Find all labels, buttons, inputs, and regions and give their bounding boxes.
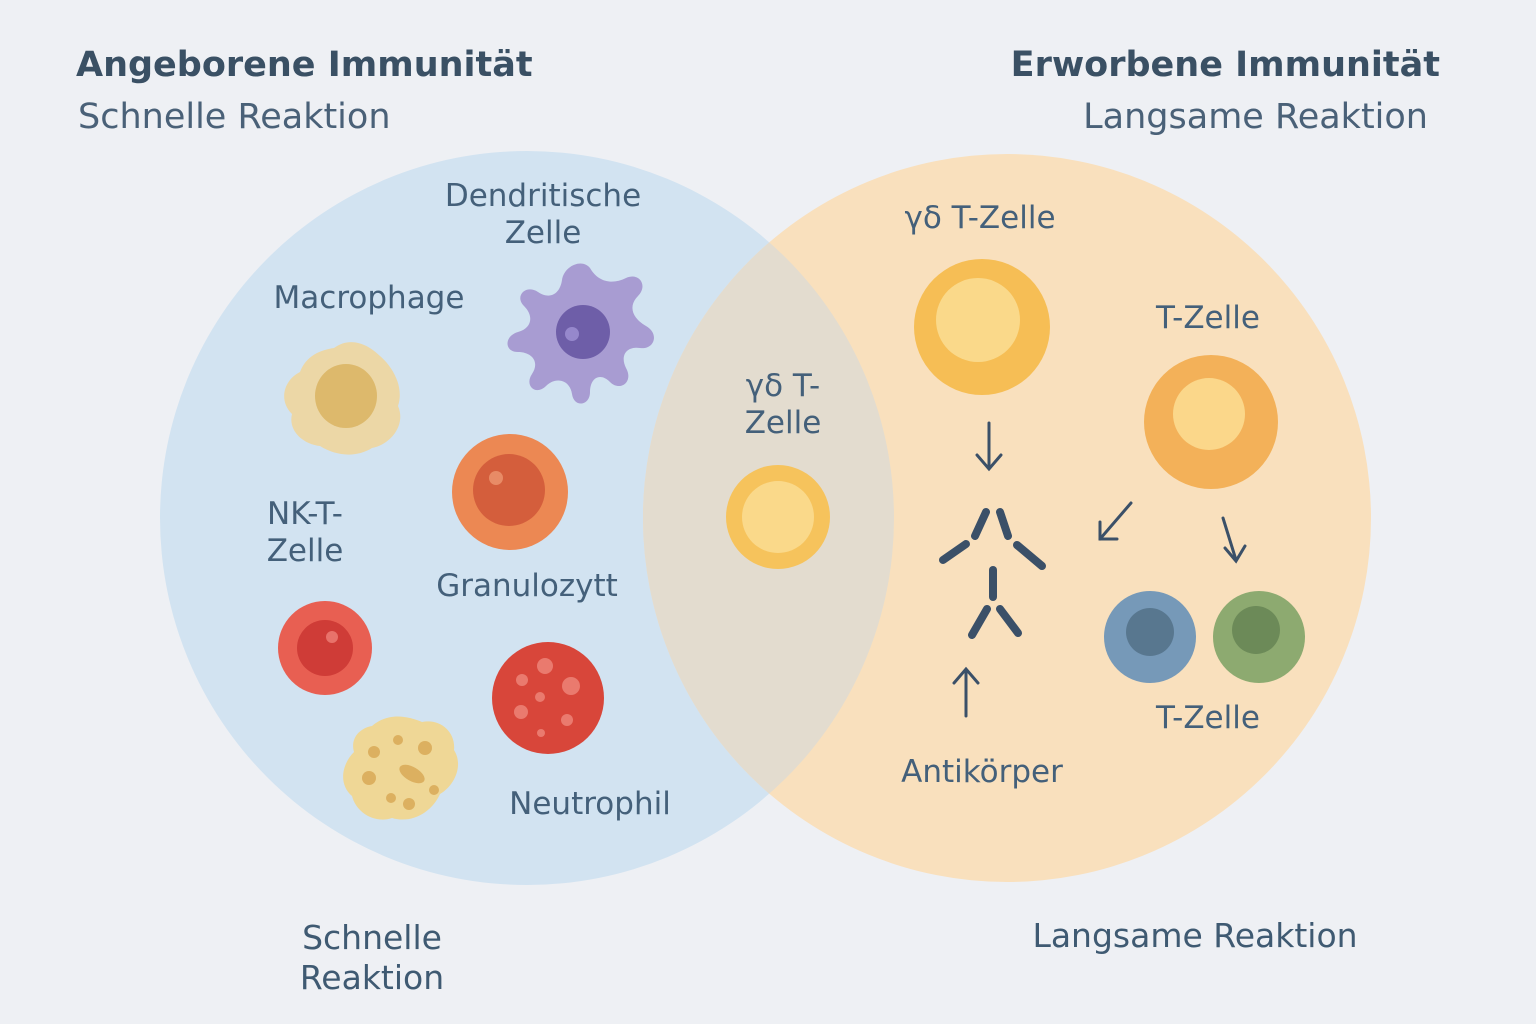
- arrow-down-right-icon: [1221, 516, 1247, 564]
- nk-t-cell-label: NK-T- Zelle: [266, 496, 344, 570]
- antibody-label: Antikörper: [901, 754, 1063, 790]
- t-cell-blue-icon: [1104, 591, 1196, 683]
- macrophage-icon: [284, 342, 401, 455]
- granular-cell-icon: [343, 716, 459, 820]
- dendritic-cell-label: Dendritische Zelle: [444, 178, 642, 252]
- t-cell-top-label: T-Zelle: [1156, 300, 1260, 336]
- granulocyte-label: Granulozytt: [436, 568, 618, 604]
- neutrophil-label: Neutrophil: [509, 786, 671, 822]
- granulocyte-icon: [452, 434, 568, 550]
- dendritic-cell-icon: [507, 263, 654, 404]
- adaptive-footer: Langsame Reaktion: [1032, 916, 1358, 955]
- t-cell-bottom-label: T-Zelle: [1156, 700, 1260, 736]
- arrow-down-left-icon: [1098, 501, 1133, 541]
- t-cell-top-icon: [1144, 355, 1278, 489]
- innate-footer: Schnelle Reaktion: [299, 918, 445, 997]
- antibody-icon: [939, 508, 1046, 639]
- macrophage-label: Macrophage: [273, 280, 465, 316]
- arrow-up-icon: [952, 666, 980, 718]
- neutrophil-icon: [492, 642, 604, 754]
- t-cell-green-icon: [1213, 591, 1305, 683]
- gd-t-cell-adaptive-icon: [914, 259, 1050, 395]
- adaptive-title: Erworbene Immunität: [1010, 45, 1440, 85]
- innate-title: Angeborene Immunität: [76, 45, 533, 85]
- arrow-down-icon: [975, 421, 1003, 472]
- innate-subtitle: Schnelle Reaktion: [78, 97, 391, 137]
- nk-t-cell-icon: [278, 601, 372, 695]
- adaptive-subtitle: Langsame Reaktion: [1083, 97, 1428, 137]
- overlap-region: [643, 154, 894, 882]
- gd-t-cell-adaptive-label: γδ T-Zelle: [904, 200, 1056, 236]
- gd-t-cell-overlap-icon: [726, 465, 830, 569]
- gd-t-cell-overlap-label: γδ T- Zelle: [744, 368, 822, 442]
